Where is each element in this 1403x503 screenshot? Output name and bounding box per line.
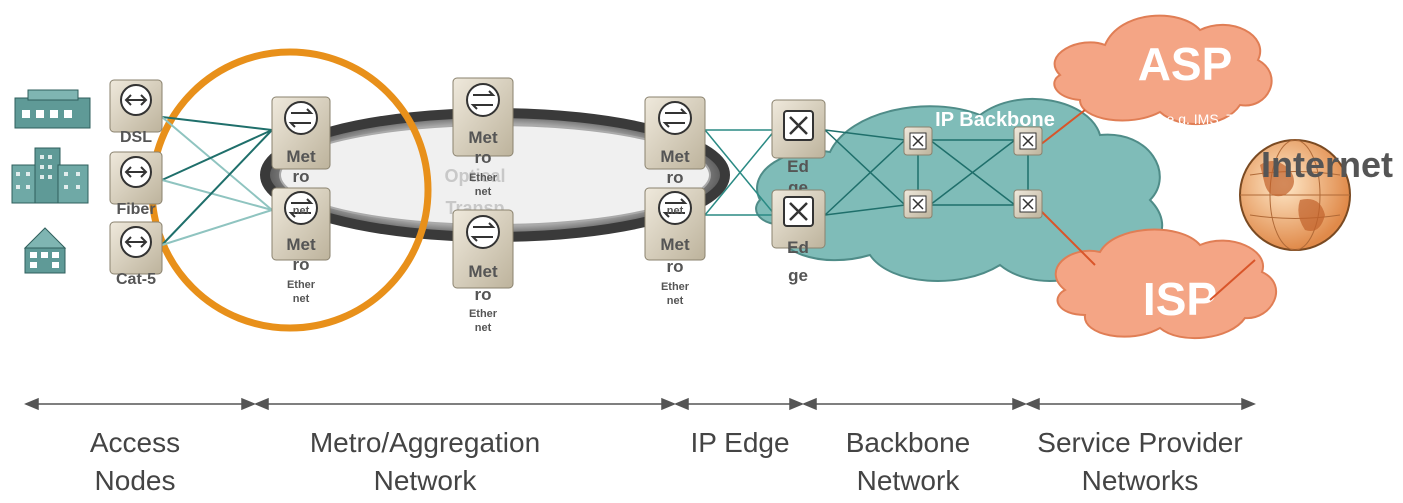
metro-ethernet-switch: net Met ro Ether net bbox=[644, 187, 706, 307]
backbone-router bbox=[903, 126, 933, 156]
svg-text:Met: Met bbox=[468, 128, 498, 147]
metro-ethernet-switch: net Met ro Ether net bbox=[271, 187, 331, 305]
backbone-router bbox=[903, 189, 933, 219]
edge-router: Ed ge bbox=[771, 189, 826, 285]
asp-label: ASP bbox=[1138, 38, 1233, 90]
asp-cloud: ASP e.g. IMS, TSS bbox=[1053, 14, 1273, 127]
svg-text:Ed: Ed bbox=[787, 238, 809, 257]
svg-text:Ether: Ether bbox=[287, 279, 316, 291]
svg-text:net: net bbox=[293, 293, 310, 305]
svg-text:Ether: Ether bbox=[661, 281, 690, 293]
isp-label: ISP bbox=[1143, 273, 1217, 325]
svg-text:Ed: Ed bbox=[787, 157, 809, 176]
metro-edge-links bbox=[704, 129, 776, 216]
segment-label-service-provider: Service Provider Networks bbox=[1037, 427, 1243, 496]
svg-text:Met: Met bbox=[286, 147, 316, 166]
access-node-label: Fiber bbox=[116, 201, 155, 218]
svg-text:Met: Met bbox=[660, 235, 690, 254]
svg-text:ro: ro bbox=[293, 255, 310, 274]
isp-cloud: ISP bbox=[1054, 228, 1277, 340]
optical-transport-ring: Optical Transp bbox=[260, 108, 730, 242]
segment-label-backbone: Backbone Network bbox=[845, 427, 971, 496]
svg-text:Met: Met bbox=[286, 235, 316, 254]
svg-text:net: net bbox=[293, 205, 310, 217]
segment-label-metro: Metro/Aggregation Network bbox=[309, 427, 541, 496]
internet-label: Internet bbox=[1261, 144, 1393, 185]
svg-text:net: net bbox=[475, 322, 492, 334]
svg-text:ge: ge bbox=[788, 266, 808, 285]
ip-backbone-label: IP Backbone bbox=[935, 109, 1055, 131]
segment-label-access: Access Nodes bbox=[89, 427, 181, 496]
building-icon-office bbox=[11, 147, 89, 204]
svg-text:Met: Met bbox=[660, 147, 690, 166]
metro-ethernet-switch: Met ro Ether net bbox=[452, 77, 514, 198]
svg-text:Ether: Ether bbox=[469, 172, 498, 184]
access-node-label: DSL bbox=[120, 129, 152, 146]
ip-backbone-cloud: IP Backbone bbox=[755, 97, 1164, 282]
metro-ethernet-switch: Met ro Ether net bbox=[452, 209, 514, 334]
access-node-cat5: Cat-5 bbox=[109, 221, 163, 288]
backbone-links bbox=[824, 129, 1029, 216]
access-node-fiber: Fiber bbox=[109, 151, 163, 218]
internet-globe-icon bbox=[1239, 139, 1351, 251]
svg-text:ro: ro bbox=[475, 285, 492, 304]
access-node-dsl: DSL bbox=[109, 79, 163, 146]
segment-label-ipedge: IP Edge bbox=[690, 427, 790, 458]
backbone-router bbox=[1013, 189, 1043, 219]
building-icon-house bbox=[23, 227, 67, 274]
svg-text:net: net bbox=[667, 205, 684, 217]
access-node-label: Cat-5 bbox=[116, 271, 156, 288]
optical-label-1: Optical bbox=[444, 166, 505, 186]
svg-text:ro: ro bbox=[293, 167, 310, 186]
svg-text:ro: ro bbox=[667, 168, 684, 187]
access-links bbox=[161, 116, 273, 246]
svg-text:ro: ro bbox=[475, 148, 492, 167]
svg-text:net: net bbox=[667, 295, 684, 307]
provider-links bbox=[1039, 109, 1256, 301]
svg-text:net: net bbox=[475, 186, 492, 198]
segment-arrows bbox=[24, 397, 1256, 411]
svg-text:Ether: Ether bbox=[469, 308, 498, 320]
svg-text:ro: ro bbox=[667, 257, 684, 276]
svg-text:Met: Met bbox=[468, 262, 498, 281]
backbone-router bbox=[1013, 126, 1043, 156]
building-icon-small bbox=[14, 89, 91, 129]
asp-sublabel: e.g. IMS, TSS bbox=[1167, 111, 1254, 127]
